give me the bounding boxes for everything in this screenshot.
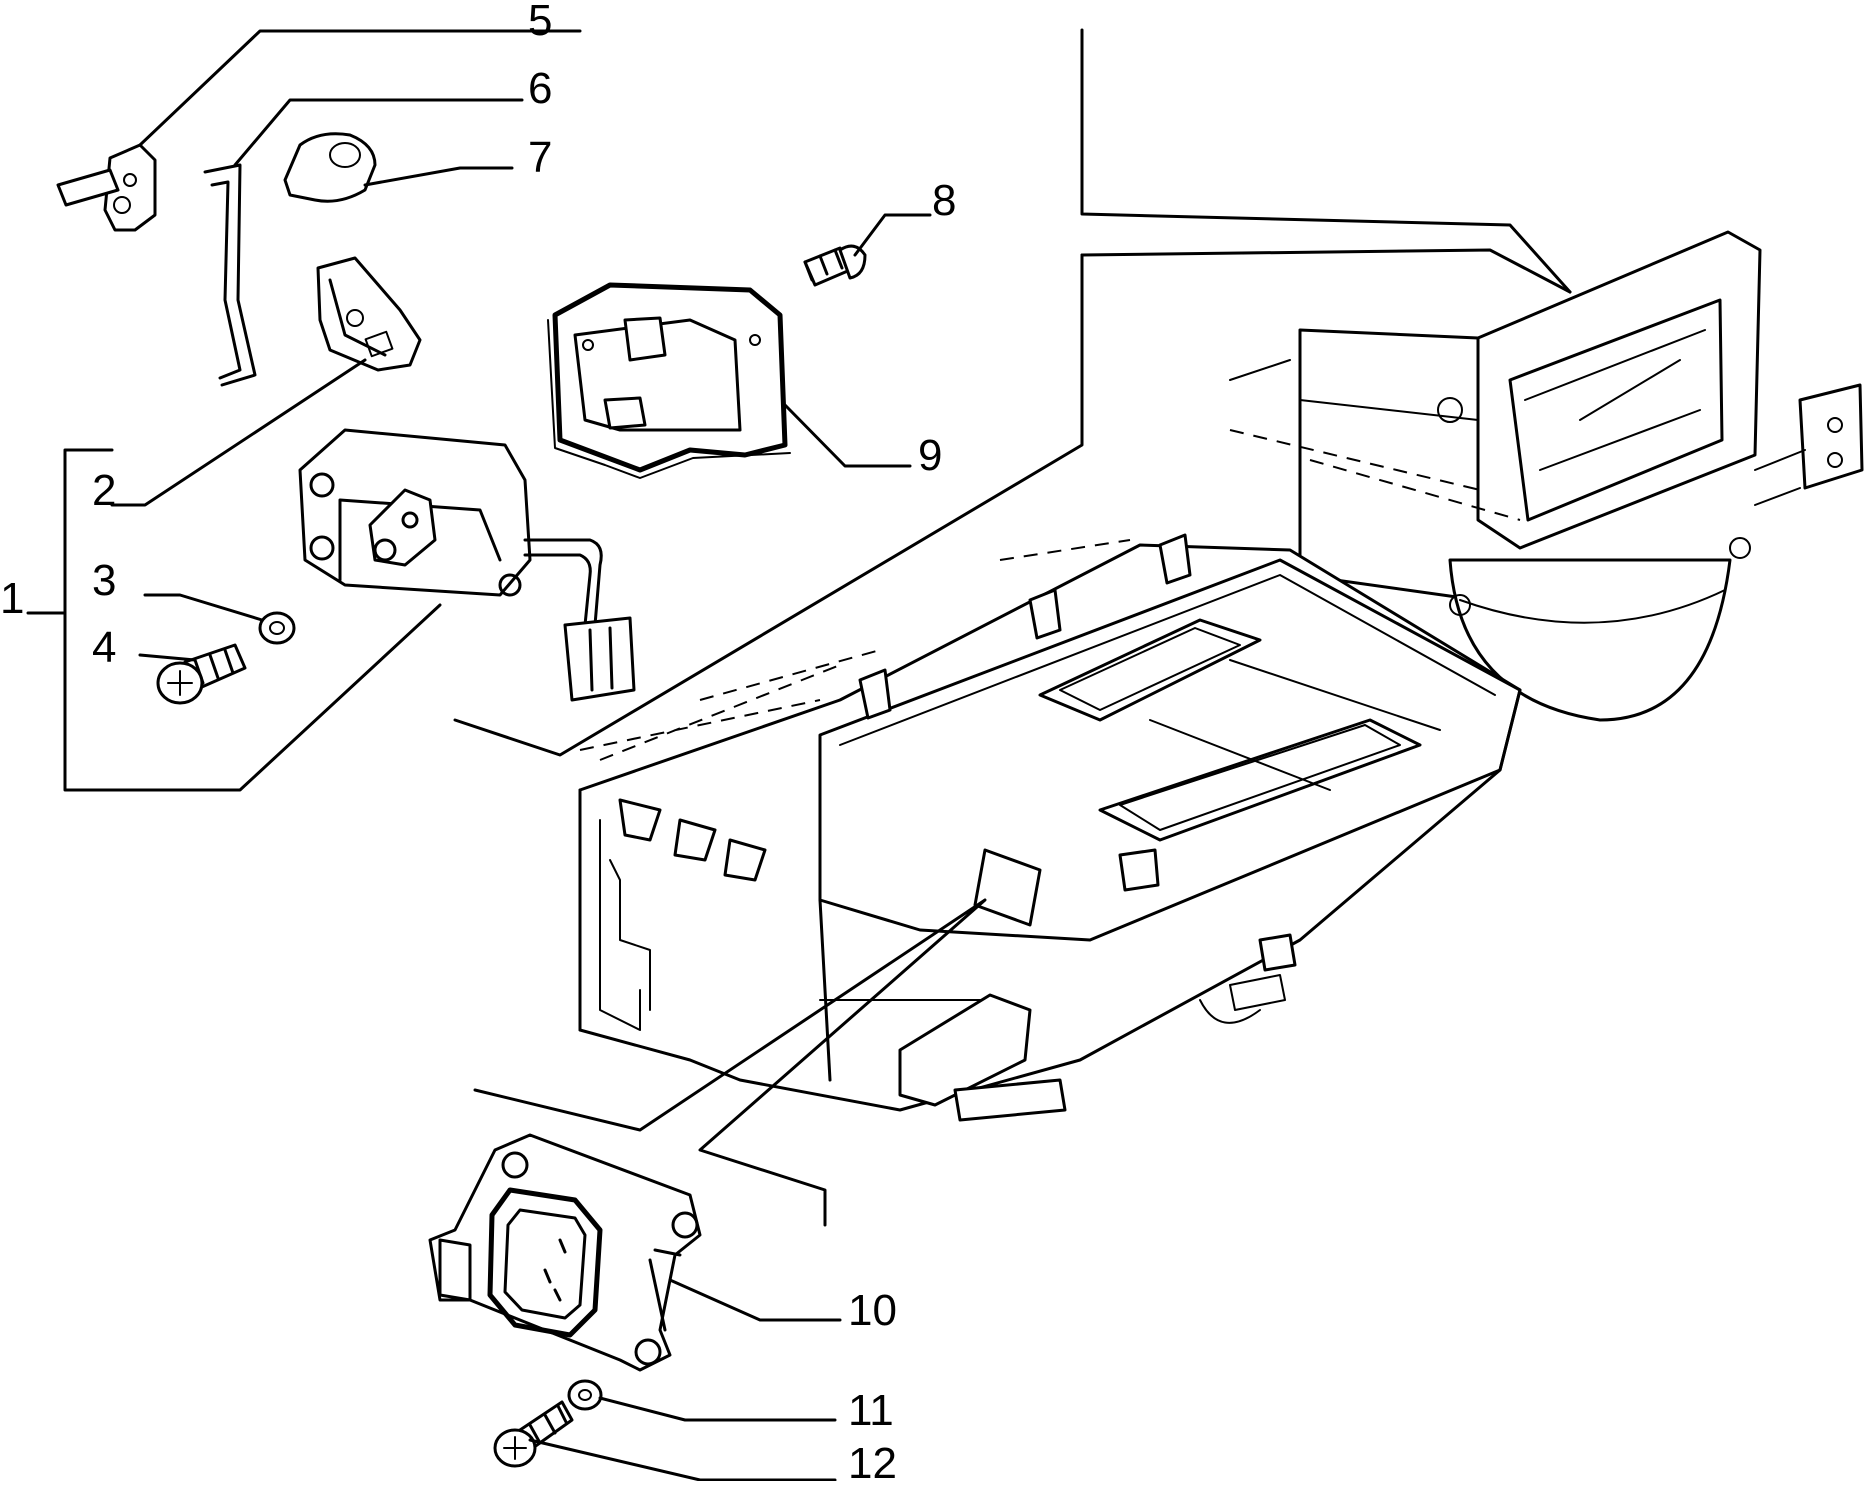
part-9-gasket [547, 282, 791, 479]
leader-lines [26, 28, 1572, 1227]
callout-leaders [110, 29, 932, 1482]
callout-4: 4 [92, 623, 116, 672]
heater-housing-assembly [578, 230, 1864, 1122]
callout-labels: 1 2 3 4 5 6 7 8 9 10 11 12 [0, 0, 956, 1486]
part-6-rod [203, 163, 257, 387]
part-5-lever [56, 143, 157, 232]
callout-8: 8 [932, 176, 956, 225]
callout-9: 9 [918, 431, 942, 480]
main-housing [578, 533, 1522, 1122]
part-11-washer [567, 1379, 603, 1411]
callout-5: 5 [528, 0, 552, 45]
part-10-actuator [428, 1133, 702, 1372]
part-2-cam [316, 256, 422, 372]
callout-2: 2 [92, 466, 116, 515]
part-7-clip [283, 132, 377, 203]
callout-6: 6 [528, 64, 552, 113]
callout-7: 7 [528, 133, 552, 182]
callout-1: 1 [0, 574, 24, 623]
part-12-screw [493, 1400, 574, 1468]
part-4-screw [156, 643, 247, 705]
blower-box [1229, 230, 1864, 722]
callout-10: 10 [848, 1286, 897, 1335]
callout-3: 3 [92, 556, 116, 605]
callout-11: 11 [848, 1386, 894, 1435]
part-8-screw [803, 244, 867, 287]
callout-12: 12 [848, 1439, 897, 1481]
part-3-washer [258, 611, 296, 645]
part-1-actuator [298, 428, 636, 702]
